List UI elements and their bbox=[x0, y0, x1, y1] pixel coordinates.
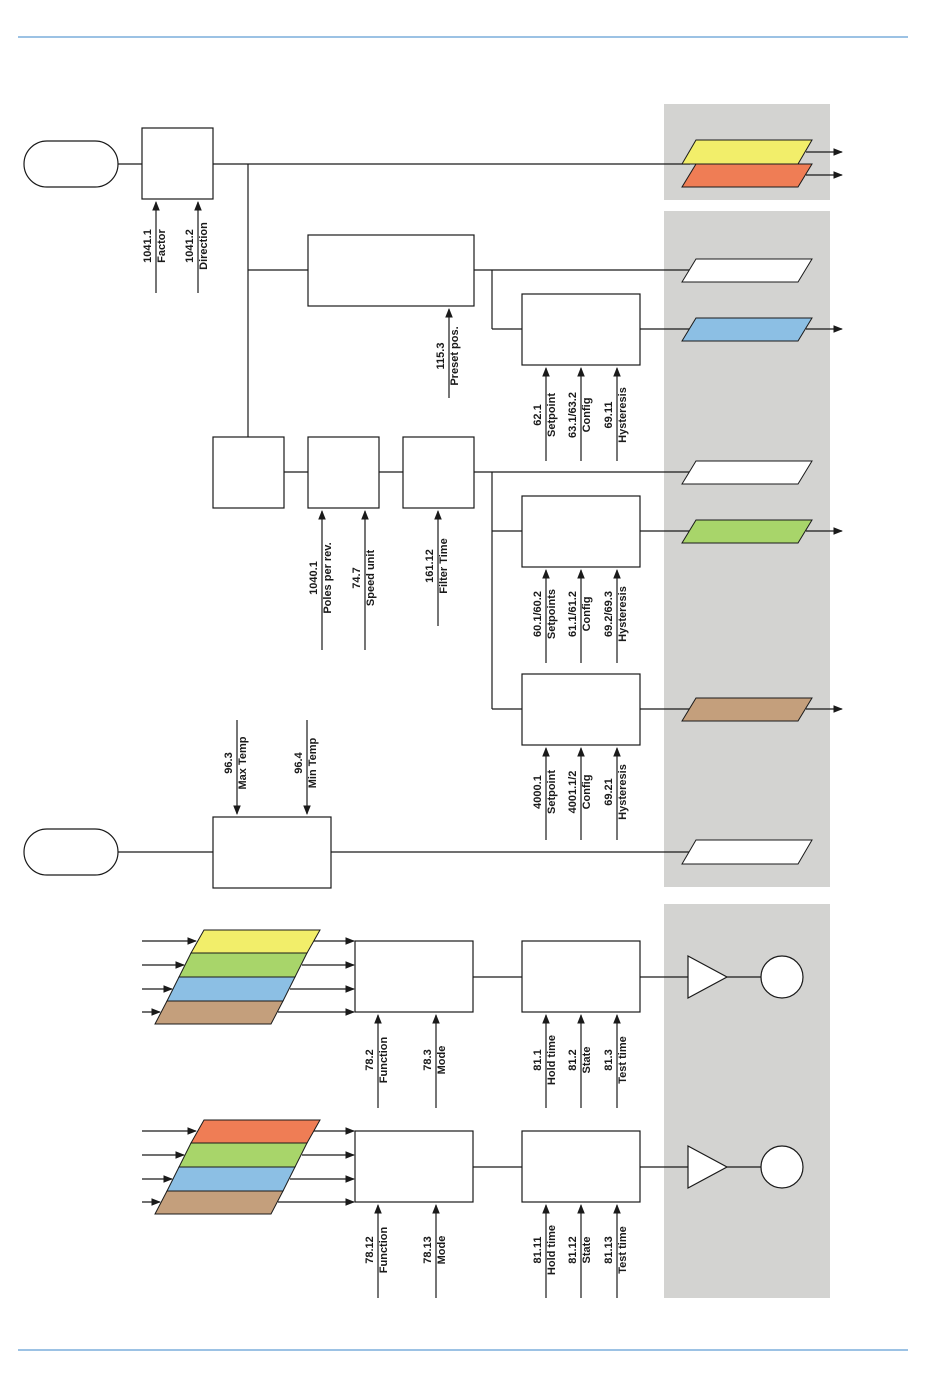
speed-source-block bbox=[212, 436, 285, 509]
param-81-12-name: State bbox=[581, 1237, 593, 1264]
param-74-7-number: 74.7 bbox=[351, 567, 363, 588]
param-69-2-number: 69.2/69.3 bbox=[603, 591, 615, 637]
relay1-flag-brown bbox=[154, 1000, 284, 1025]
param-4000-1-name: Setpoint bbox=[546, 770, 558, 814]
param-161-12-number: 161.12 bbox=[424, 549, 436, 583]
output-flag-yellow bbox=[681, 139, 813, 165]
param-161-12-name: Filter Time bbox=[438, 538, 450, 593]
param-78-12-number: 78.12 bbox=[364, 1236, 376, 1264]
temperature-input-terminal bbox=[23, 828, 119, 876]
param-96-4-name: Min Temp bbox=[307, 737, 319, 788]
param-81-2-name: State bbox=[581, 1047, 593, 1074]
param-69-11-name: Hysteresis bbox=[617, 387, 629, 443]
param-62-1-name: Setpoint bbox=[546, 393, 558, 437]
param-78-2-name: Function bbox=[378, 1037, 390, 1084]
param-115-3-number: 115.3 bbox=[435, 343, 447, 370]
param-labels: 1041.1 Factor 1041.2 Direction 115.3 Pre… bbox=[142, 222, 629, 1275]
param-81-3-name: Test time bbox=[617, 1036, 629, 1083]
param-1041-1-name: Factor bbox=[156, 228, 168, 262]
output-flag-blue bbox=[681, 317, 813, 342]
param-1040-1-name: Poles per rev. bbox=[322, 542, 334, 613]
output-flag-white-1 bbox=[681, 258, 813, 283]
param-78-2-number: 78.2 bbox=[364, 1049, 376, 1070]
param-69-21-number: 69.21 bbox=[603, 778, 615, 806]
output-flag-white-2 bbox=[681, 460, 813, 485]
speed-comparator-block bbox=[521, 495, 641, 568]
relay1-flag-blue bbox=[166, 976, 296, 1002]
param-1041-1-number: 1041.1 bbox=[142, 229, 154, 263]
param-78-3-name: Mode bbox=[436, 1046, 448, 1075]
relay1-flag-yellow bbox=[190, 929, 321, 954]
param-63-name: Config bbox=[581, 398, 593, 433]
param-96-3-name: Max Temp bbox=[237, 736, 249, 789]
param-60-number: 60.1/60.2 bbox=[532, 591, 544, 637]
frequency-comparator-block bbox=[521, 673, 641, 746]
relay1-driver bbox=[687, 954, 729, 1000]
param-78-13-name: Mode bbox=[436, 1236, 448, 1265]
output-zone-middle bbox=[664, 211, 830, 887]
param-81-1-number: 81.1 bbox=[532, 1049, 544, 1070]
param-81-11-name: Hold time bbox=[546, 1225, 558, 1275]
output-flag-brown bbox=[681, 697, 813, 722]
param-63-number: 63.1/63.2 bbox=[567, 392, 579, 438]
param-62-1-number: 62.1 bbox=[532, 404, 544, 425]
relay2-flag-orange bbox=[190, 1119, 321, 1144]
scaling-block bbox=[141, 127, 214, 200]
relay2-logic-block bbox=[354, 1130, 474, 1203]
relay1-output-terminal bbox=[760, 955, 804, 999]
param-1041-2-name: Direction bbox=[198, 222, 210, 270]
relay2-flag-blue bbox=[166, 1166, 296, 1192]
param-115-3-name: Preset pos. bbox=[449, 326, 461, 385]
param-4001-number: 4001.1/2 bbox=[567, 771, 579, 814]
param-81-11-number: 81.11 bbox=[532, 1237, 544, 1264]
output-flag-white-3 bbox=[681, 839, 813, 865]
param-61-number: 61.1/61.2 bbox=[567, 591, 579, 637]
relay1-logic-block bbox=[354, 940, 474, 1013]
preset-position-block bbox=[307, 234, 475, 307]
param-inputs bbox=[152, 201, 621, 1298]
position-comparator-block bbox=[521, 293, 641, 366]
param-4001-name: Config bbox=[581, 775, 593, 810]
filter-block bbox=[402, 436, 475, 509]
param-74-7-name: Speed unit bbox=[365, 550, 377, 607]
output-flag-orange bbox=[681, 163, 813, 188]
param-96-4-number: 96.4 bbox=[293, 751, 305, 773]
param-81-1-name: Hold time bbox=[546, 1035, 558, 1085]
param-81-2-number: 81.2 bbox=[567, 1049, 579, 1070]
param-61-name: Config bbox=[581, 597, 593, 632]
relay1-timer-block bbox=[521, 940, 641, 1013]
param-81-12-number: 81.12 bbox=[567, 1236, 579, 1264]
relay2-flag-brown bbox=[154, 1190, 284, 1215]
param-81-13-number: 81.13 bbox=[603, 1236, 615, 1264]
param-78-13-number: 78.13 bbox=[422, 1236, 434, 1264]
param-69-21-name: Hysteresis bbox=[617, 764, 629, 820]
output-flag-green bbox=[681, 519, 813, 544]
param-78-3-number: 78.3 bbox=[422, 1049, 434, 1070]
param-69-11-number: 69.11 bbox=[603, 402, 615, 429]
param-4000-1-number: 4000.1 bbox=[532, 775, 544, 809]
speed-calc-block bbox=[307, 436, 380, 509]
encoder-input-terminal bbox=[23, 140, 119, 188]
param-69-2-name: Hysteresis bbox=[617, 586, 629, 642]
param-81-13-name: Test time bbox=[617, 1226, 629, 1273]
relay2-driver bbox=[687, 1144, 729, 1190]
relay2-timer-block bbox=[521, 1130, 641, 1203]
param-1040-1-number: 1040.1 bbox=[308, 561, 320, 595]
param-60-name: Setpoints bbox=[546, 589, 558, 639]
temperature-block bbox=[212, 816, 332, 889]
param-1041-2-number: 1041.2 bbox=[184, 229, 196, 263]
relay2-output-terminal bbox=[760, 1145, 804, 1189]
relay2-flag-green bbox=[178, 1142, 308, 1168]
param-81-3-number: 81.3 bbox=[603, 1049, 615, 1070]
relay1-flag-green bbox=[178, 952, 308, 978]
param-78-12-name: Function bbox=[378, 1227, 390, 1274]
param-96-3-number: 96.3 bbox=[223, 752, 235, 773]
